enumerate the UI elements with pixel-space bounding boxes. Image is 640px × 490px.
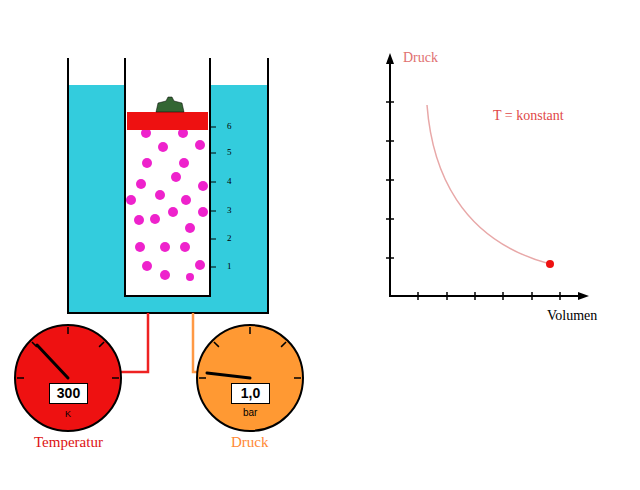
axis-arrow: [578, 292, 589, 300]
scale-number: 4: [227, 176, 232, 187]
cylinder-wall: [125, 58, 210, 296]
gauge: 300K Temperatur: [13, 323, 123, 453]
gauge-heading: Druck: [231, 433, 269, 451]
isotherm-curve: [427, 105, 550, 264]
scale-number: 3: [227, 205, 232, 216]
gauge-reading: 300: [49, 383, 88, 404]
gauge-heading: Temperatur: [34, 433, 103, 451]
cylinder-interior: [125, 58, 210, 296]
scale-number: 6: [227, 121, 232, 132]
axis-arrow: [386, 53, 394, 64]
scale-number: 5: [227, 147, 232, 158]
condition-label: T = konstant: [493, 108, 564, 125]
container-wall: [68, 58, 268, 313]
axis-ticks: [386, 102, 560, 300]
unit-label: bar: [243, 407, 257, 419]
scale-number: 2: [227, 233, 232, 244]
pressure-wire: [193, 313, 197, 372]
temperature-wire: [121, 313, 148, 372]
state-point: [546, 260, 554, 268]
scale-number: 1: [227, 261, 232, 272]
unit-label: K: [65, 409, 71, 420]
axis-label: Druck: [403, 50, 438, 67]
graph-axes: [389, 60, 582, 297]
gas-molecules: [126, 128, 208, 281]
gauge: 1,0 barDruck: [195, 323, 305, 453]
gauge-reading: 1,0: [231, 383, 270, 404]
weight: [156, 97, 184, 112]
piston: [127, 112, 208, 130]
axis-label: Volumen: [547, 308, 597, 325]
scale-ticks: [210, 127, 216, 267]
